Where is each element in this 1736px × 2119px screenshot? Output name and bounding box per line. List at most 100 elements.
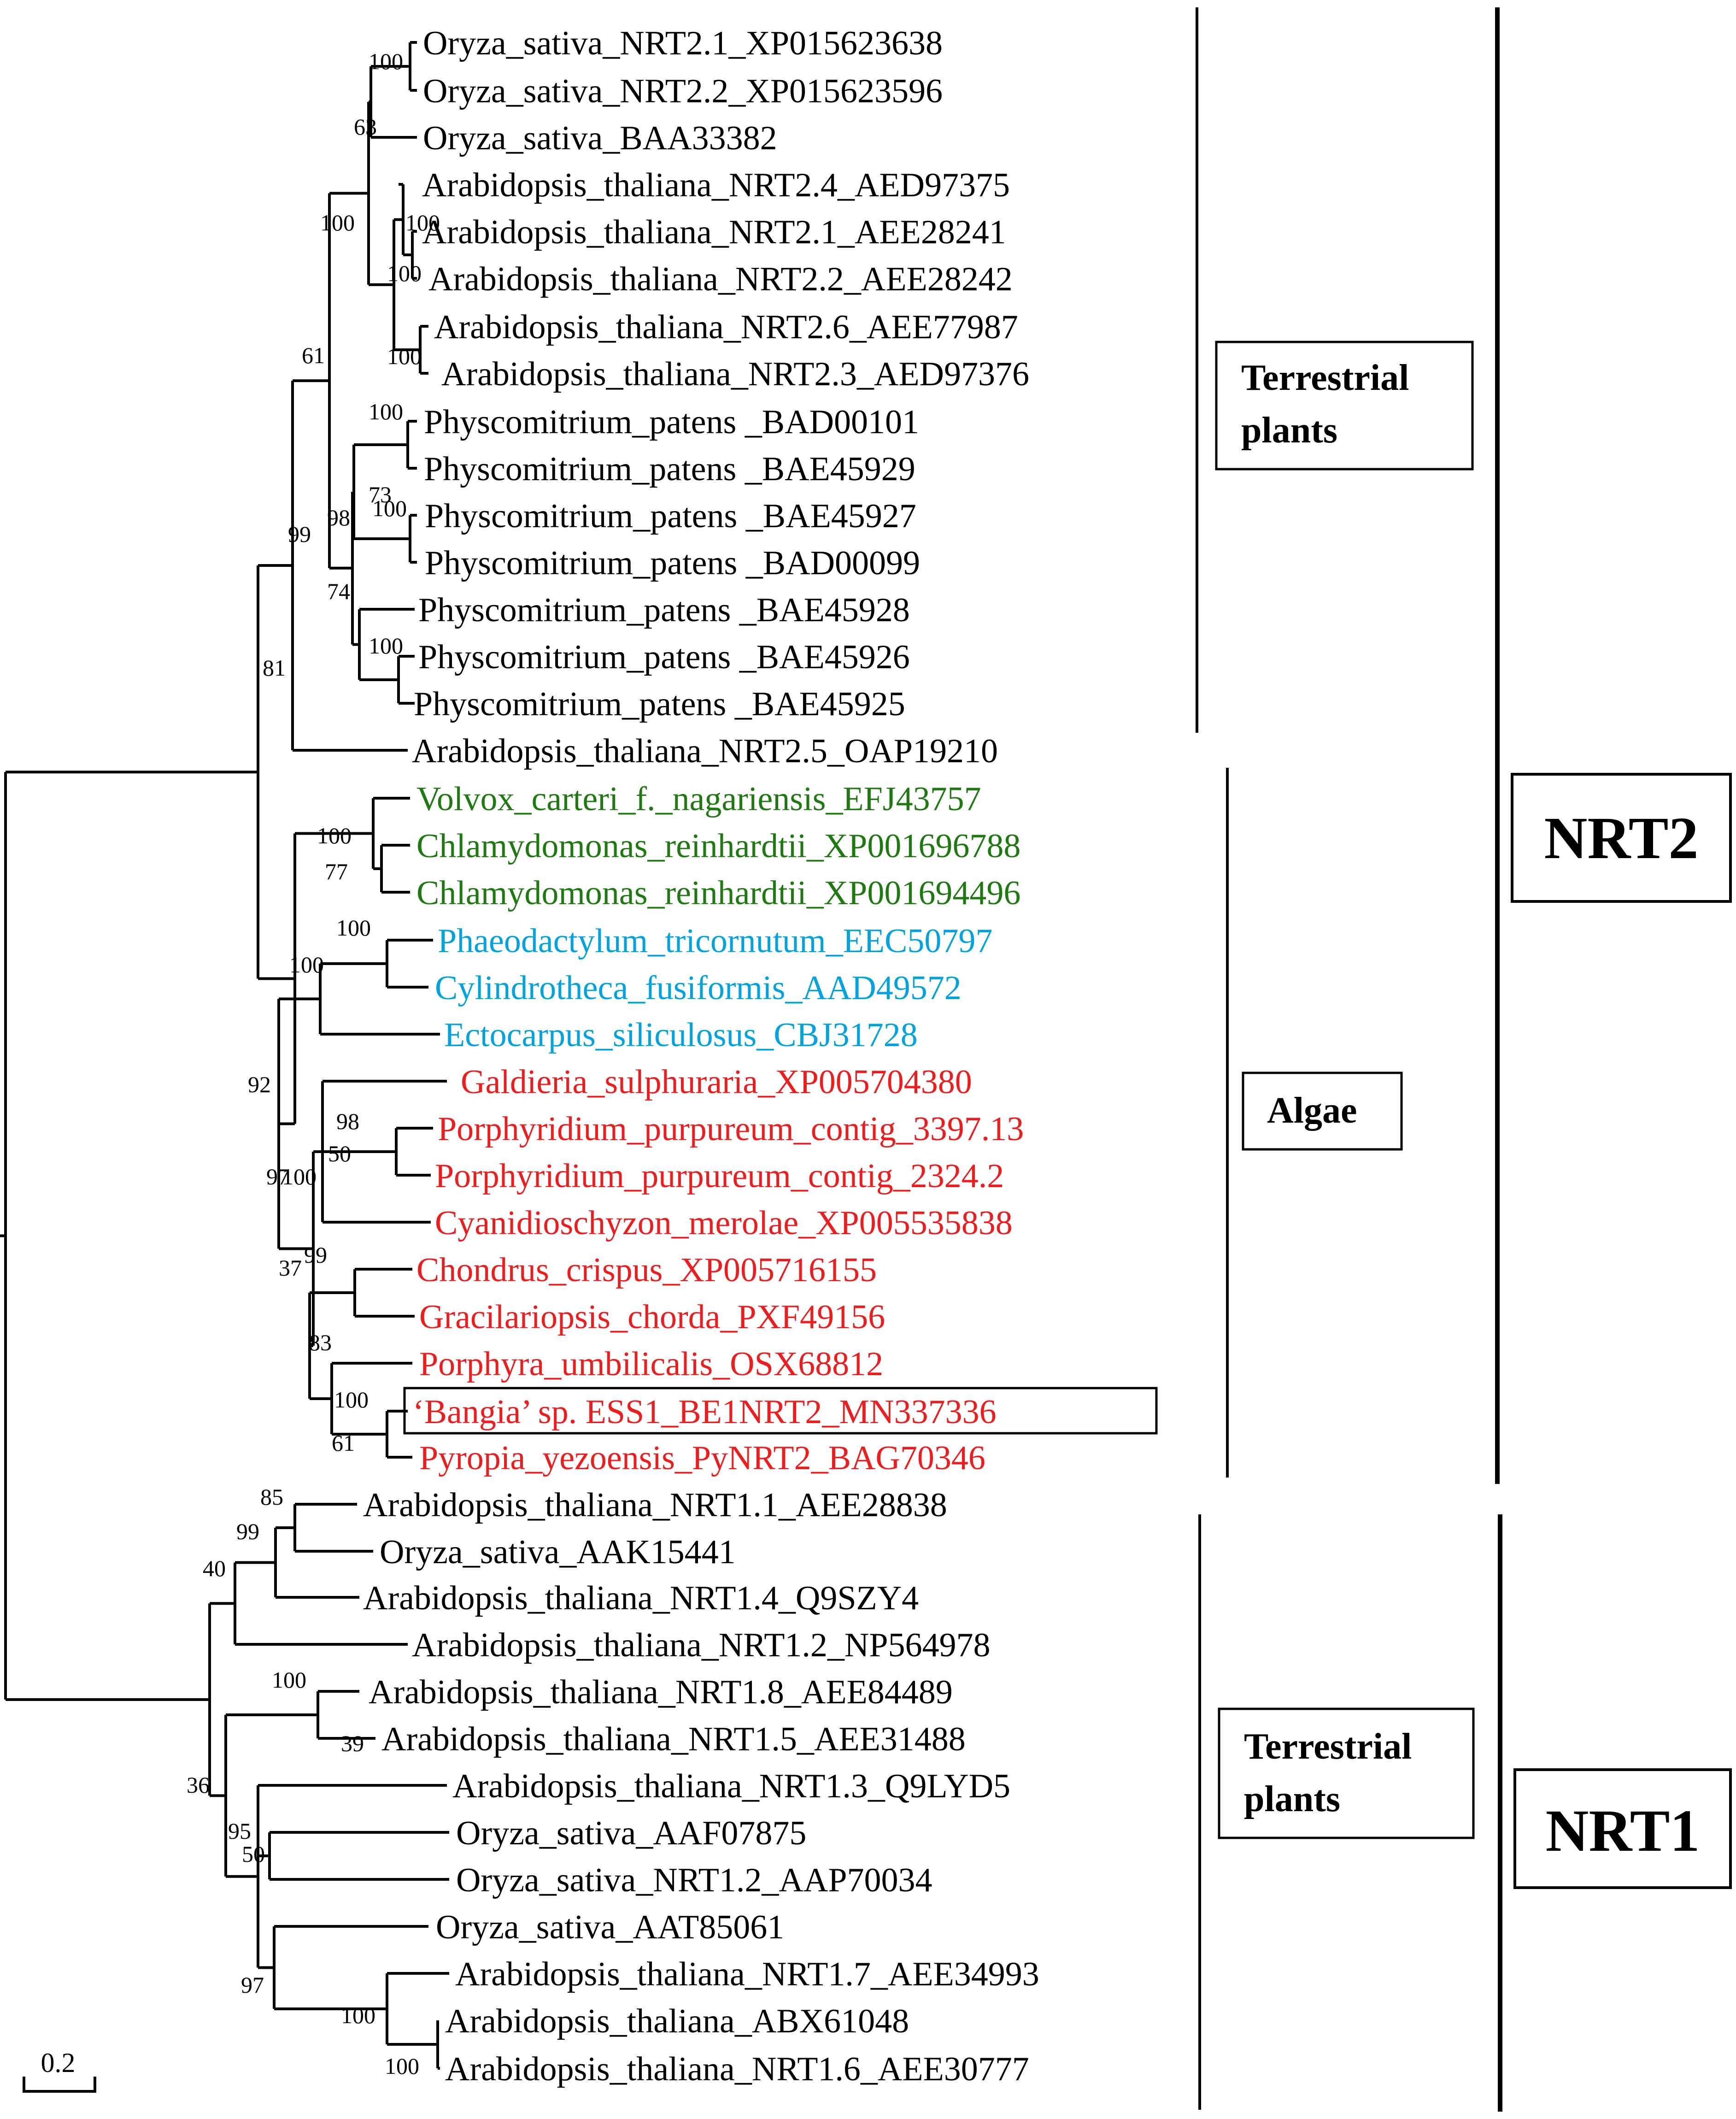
- leaf-label: Arabidopsis_thaliana_NRT2.4_AED97375: [422, 166, 1010, 204]
- leaf-label: Arabidopsis_thaliana_NRT2.3_AED97376: [441, 355, 1029, 393]
- leaf-label: Arabidopsis_thaliana_NRT2.1_AEE28241: [422, 213, 1006, 251]
- leaf-label: Arabidopsis_thaliana_NRT1.5_AEE31488: [381, 1720, 966, 1758]
- leaf-label: Porphyridium_purpureum_contig_2324.2: [435, 1157, 1004, 1195]
- leaf-label: Oryza_sativa_AAT85061: [436, 1908, 784, 1946]
- leaf-label: Arabidopsis_thaliana_ABX61048: [445, 2002, 909, 2040]
- family-label: NRT2: [1544, 805, 1699, 871]
- bootstrap-value: 100: [282, 1164, 317, 1189]
- bootstrap-value: 63: [354, 114, 377, 140]
- bootstrap-value: 98: [327, 505, 350, 530]
- leaf-label: Physcomitrium_patens _BAE45926: [418, 638, 910, 676]
- leaf-label: Chlamydomonas_reinhardtii_XP001694496: [416, 874, 1020, 912]
- leaf-label: Pyropia_yezoensis_PyNRT2_BAG70346: [419, 1439, 985, 1477]
- bootstrap-value: 100: [387, 260, 422, 286]
- leaf-label: Oryza_sativa_AAK15441: [380, 1533, 736, 1571]
- group-label-line1: Terrestrial: [1241, 358, 1409, 398]
- bootstrap-value: 92: [248, 1071, 271, 1097]
- leaf-label: Physcomitrium_patens _BAD00099: [425, 544, 920, 582]
- leaf-label: Physcomitrium_patens _BAD00101: [424, 403, 919, 441]
- leaf-label: Phaeodactylum_tricornutum_EEC50797: [438, 922, 992, 960]
- bootstrap-value: 85: [260, 1484, 283, 1510]
- leaf-label: Oryza_sativa_AAF07875: [456, 1814, 806, 1852]
- bootstrap-value: 36: [187, 1772, 210, 1798]
- leaf-label: Arabidopsis_thaliana_NRT1.7_AEE34993: [455, 1955, 1039, 1993]
- bootstrap-value: 100: [385, 2053, 419, 2079]
- bootstrap-value: 100: [372, 495, 407, 521]
- bootstrap-value: 73: [369, 482, 392, 507]
- tree-branches: [0, 41, 449, 2070]
- bootstrap-value: 77: [325, 859, 348, 884]
- leaf-label: Cyanidioschyzon_merolae_XP005535838: [435, 1204, 1013, 1242]
- leaf-label: Arabidopsis_thaliana_NRT2.6_AEE77987: [434, 308, 1018, 346]
- scale-bar-label: 0.2: [41, 2048, 76, 2078]
- scale-bar: 0.2: [23, 2048, 96, 2093]
- bootstrap-value: 100: [387, 343, 422, 369]
- leaf-label: Gracilariopsis_chorda_PXF49156: [419, 1298, 885, 1336]
- bootstrap-value: 100: [341, 2002, 375, 2028]
- group-label-line1: Terrestrial: [1244, 1726, 1412, 1767]
- bootstrap-value: 61: [332, 1430, 355, 1456]
- bootstrap-value: 100: [320, 210, 355, 235]
- leaf-label: Physcomitrium_patens _BAE45925: [414, 685, 905, 723]
- leaf-label: Chlamydomonas_reinhardtii_XP001696788: [416, 827, 1020, 865]
- leaf-label: Arabidopsis_thaliana_NRT2.2_AEE28242: [428, 260, 1013, 298]
- bootstrap-value: 50: [242, 1841, 265, 1867]
- leaf-label: Physcomitrium_patens _BAE45929: [424, 450, 915, 488]
- leaf-label: Oryza_sativa_BAA33382: [423, 119, 777, 157]
- leaf-label: Arabidopsis_thaliana_NRT1.2_NP564978: [412, 1626, 991, 1664]
- leaf-label: Porphyridium_purpureum_contig_3397.13: [438, 1110, 1024, 1148]
- bootstrap-value: 100: [289, 952, 324, 977]
- leaf-label: Oryza_sativa_NRT2.1_XP015623638: [423, 24, 943, 62]
- bootstrap-value: 40: [203, 1555, 226, 1581]
- leaf-label: Oryza_sativa_NRT1.2_AAP70034: [456, 1861, 932, 1899]
- leaf-label: Arabidopsis_thaliana_NRT1.4_Q9SZY4: [363, 1579, 919, 1617]
- family-box-nrt1: NRT1: [1513, 1768, 1732, 1889]
- bootstrap-value: 100: [369, 633, 403, 659]
- bootstrap-value: 50: [328, 1141, 351, 1166]
- highlight-box: [403, 1387, 1158, 1435]
- leaf-label: Arabidopsis_thaliana_NRT2.5_OAP19210: [412, 732, 998, 770]
- bootstrap-value: 100: [336, 915, 371, 941]
- leaf-labels: Oryza_sativa_NRT2.1_XP015623638Oryza_sat…: [363, 24, 1158, 2088]
- bootstrap-value: 99: [304, 1242, 327, 1268]
- leaf-label: Cylindrotheca_fusiformis_AAD49572: [435, 969, 962, 1007]
- bootstrap-value: 39: [341, 1731, 364, 1756]
- group-label-line1: Algae: [1267, 1090, 1357, 1131]
- leaf-label: Arabidopsis_thaliana_NRT1.3_Q9LYD5: [452, 1767, 1010, 1805]
- bootstrap-value: 100: [405, 210, 440, 235]
- leaf-label: Arabidopsis_thaliana_NRT1.8_AEE84489: [369, 1673, 953, 1711]
- bootstrap-value: 99: [236, 1519, 259, 1544]
- group-box-nrt2-terrestrial: Terrestrial plants: [1215, 341, 1474, 471]
- leaf-label: Arabidopsis_thaliana_NRT1.6_AEE30777: [445, 2050, 1029, 2088]
- leaf-label: Chondrus_crispus_XP005716155: [416, 1251, 877, 1289]
- family-box-nrt2: NRT2: [1511, 773, 1732, 903]
- leaf-label: Ectocarpus_siliculosus_CBJ31728: [444, 1016, 918, 1054]
- family-label: NRT1: [1546, 1798, 1700, 1864]
- bootstrap-value: 81: [263, 655, 286, 681]
- bootstrap-value: 100: [317, 823, 352, 848]
- bootstrap-value: 74: [327, 578, 350, 604]
- bootstrap-value: 37: [279, 1255, 302, 1281]
- leaf-label: Physcomitrium_patens _BAE45927: [425, 497, 916, 535]
- group-box-nrt1-terrestrial: Terrestrial plants: [1218, 1707, 1475, 1839]
- leaf-label: Galdieria_sulphuraria_XP005704380: [461, 1063, 972, 1101]
- group-label-line2: plants: [1241, 410, 1337, 451]
- bootstrap-value: 83: [309, 1330, 332, 1355]
- leaf-label: ‘Bangia’ sp. ESS1_BE1NRT2_MN337336: [413, 1393, 997, 1431]
- bootstrap-value: 98: [336, 1108, 359, 1134]
- bootstrap-value: 97: [266, 1164, 289, 1189]
- bootstrap-value: 97: [241, 1972, 264, 1998]
- leaf-label: Physcomitrium_patens _BAE45928: [418, 591, 910, 629]
- bootstrap-value: 61: [302, 342, 325, 368]
- bootstrap-value: 100: [369, 399, 403, 424]
- leaf-label: Arabidopsis_thaliana_NRT1.1_AEE28838: [363, 1486, 947, 1524]
- leaf-label: Porphyra_umbilicalis_OSX68812: [419, 1345, 883, 1383]
- bootstrap-value: 100: [334, 1387, 369, 1413]
- leaf-label: Volvox_carteri_f._nagariensis_EFJ43757: [416, 780, 981, 818]
- bootstrap-value: 99: [288, 521, 311, 547]
- bootstrap-value: 100: [369, 48, 403, 74]
- leaf-label: Oryza_sativa_NRT2.2_XP015623596: [423, 72, 943, 110]
- bootstrap-value: 95: [228, 1818, 251, 1844]
